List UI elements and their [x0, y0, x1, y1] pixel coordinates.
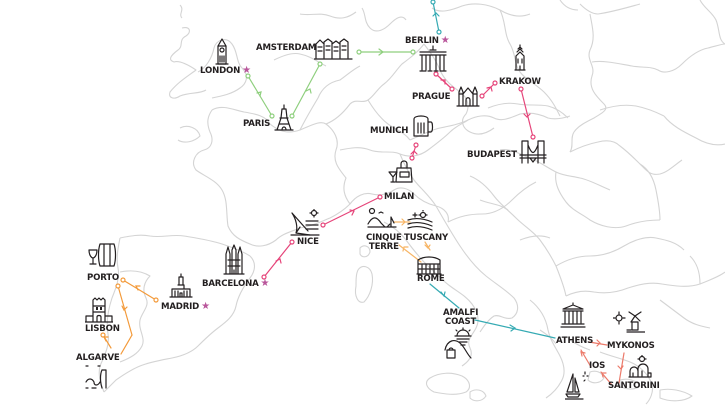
route-pink-south: [261, 194, 383, 280]
santorini-domes-icon: [628, 355, 652, 379]
city-label-porto[interactable]: PORTO: [87, 273, 120, 283]
city-label-ios[interactable]: IOS: [589, 361, 606, 371]
madrid-palace-icon: [169, 273, 193, 299]
coastal-village-icon: [367, 207, 397, 229]
city-label-lisbon[interactable]: LISBON: [85, 324, 120, 334]
city-label-madrid[interactable]: MADRID★: [161, 301, 210, 312]
star-icon: ★: [242, 65, 251, 76]
sagrada-familia-icon: [223, 244, 245, 276]
city-label-berlin[interactable]: BERLIN★: [405, 35, 450, 46]
colosseum-icon: [416, 254, 442, 276]
city-label-munich[interactable]: MUNICH: [370, 126, 409, 136]
city-label-santorini[interactable]: SANTORINI: [608, 381, 660, 391]
prague-castle-icon: [456, 80, 480, 108]
route-pink-east: [433, 71, 536, 140]
city-label-barcelona[interactable]: BARCELONA★: [202, 278, 270, 289]
city-label-mykonos[interactable]: MYKONOS: [607, 341, 655, 351]
city-label-budapest[interactable]: BUDAPEST: [467, 150, 517, 160]
city-label-nice[interactable]: NICE: [297, 237, 319, 247]
country-borders: [98, 0, 725, 405]
city-label-athens[interactable]: ATHENS: [556, 336, 594, 346]
amalfi-sunset-icon: [443, 326, 475, 360]
city-label-amsterdam[interactable]: AMSTERDAM: [256, 43, 317, 53]
shopping-bag-cocktail-icon: [388, 158, 414, 184]
star-icon: ★: [440, 35, 450, 46]
route-italy: [393, 218, 431, 263]
route-teal-north: [430, 0, 442, 35]
routes: [100, 0, 625, 386]
krakow-tower-icon: [513, 44, 527, 72]
wine-barrel-icon: [88, 242, 118, 268]
belem-tower-icon: [85, 296, 113, 324]
parthenon-icon: [560, 302, 586, 328]
city-label-prague[interactable]: PRAGUE: [412, 92, 451, 102]
windmill-icon: [613, 310, 645, 334]
chain-bridge-icon: [519, 137, 547, 165]
brandenburg-gate-icon: [418, 45, 448, 73]
canal-houses-icon: [314, 38, 354, 60]
city-label-london[interactable]: LONDON★: [200, 65, 251, 76]
route-greece: [580, 339, 625, 386]
beer-mug-icon: [412, 114, 434, 138]
star-icon: ★: [260, 278, 270, 289]
beach-chair-icon: [290, 209, 320, 237]
city-label-tuscany[interactable]: TUSCANY: [404, 233, 449, 243]
cliffs-icon: [84, 364, 110, 390]
big-ben-icon: [215, 38, 229, 66]
route-teal-south: [429, 283, 556, 339]
city-label-paris[interactable]: PARIS: [243, 119, 271, 129]
city-label-milan[interactable]: MILAN: [384, 192, 415, 202]
eiffel-tower-icon: [274, 104, 294, 132]
route-iberia: [100, 277, 159, 355]
city-label-krakow[interactable]: KRAKOW: [499, 77, 541, 87]
city-label-rome[interactable]: ROME: [417, 274, 445, 284]
route-pink-munich: [409, 142, 419, 161]
route-green: [245, 48, 416, 119]
city-label-algarve[interactable]: ALGARVE: [76, 353, 120, 363]
star-icon: ★: [201, 301, 210, 312]
vineyard-hills-icon: [407, 210, 433, 232]
sailboat-icon: [565, 370, 591, 400]
